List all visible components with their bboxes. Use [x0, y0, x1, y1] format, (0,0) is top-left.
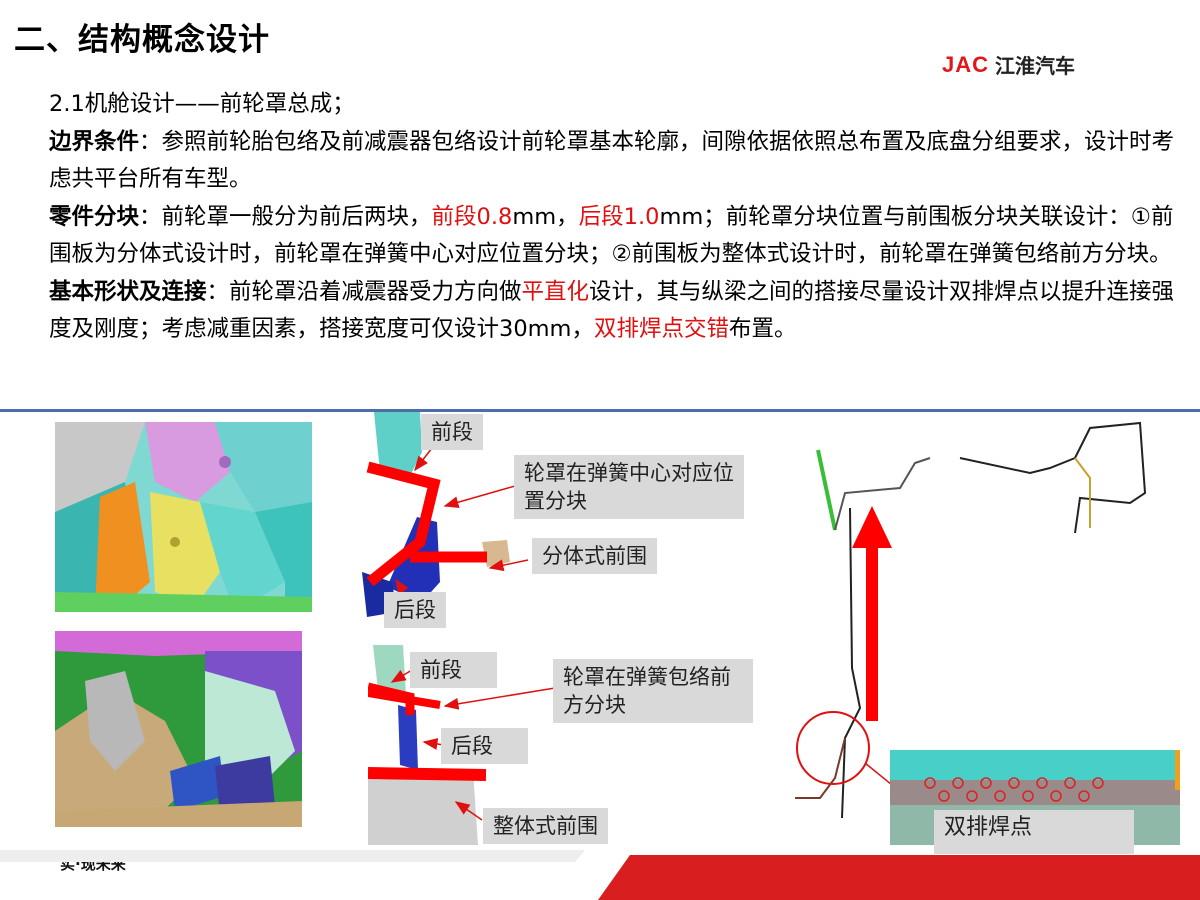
- callout-split-position-2: 轮罩在弹簧包络前方分块: [553, 659, 753, 723]
- divider-line: [0, 409, 1200, 412]
- paragraph-split: 零件分块：前轮罩一般分为前后两块，前段0.8mm，后段1.0mm；前轮罩分块位置…: [16, 199, 1186, 274]
- boundary-text: ：参照前轮胎包络及前减震器包络设计前轮罩基本轮廓，间隙依据依照总布置及底盘分组要…: [49, 128, 1175, 193]
- split-rear-thickness: 后段1.0: [578, 203, 660, 230]
- label-front-2: 前段: [410, 652, 497, 688]
- paragraph-boundary: 边界条件：参照前轮胎包络及前减震器包络设计前轮罩基本轮廓，间隙依据依照总布置及底…: [16, 124, 1186, 199]
- page-title: 二、结构概念设计: [14, 22, 270, 58]
- shape-highlight-2: 双排焊点交错: [593, 316, 729, 342]
- jac-logo: JAC 江淮汽车: [942, 50, 1075, 79]
- callout-split-position-1: 轮罩在弹簧中心对应位置分块: [514, 455, 744, 519]
- logo-latin: JAC: [942, 51, 990, 77]
- split-text-1: ：前轮罩一般分为前后两块，: [139, 203, 432, 230]
- label-whole-dash: 整体式前围: [483, 808, 608, 844]
- label-front-1: 前段: [421, 414, 483, 450]
- split-label: 零件分块: [49, 203, 140, 230]
- split-text-2: mm，: [512, 203, 579, 230]
- cad-render-split-dash: [55, 422, 312, 612]
- shape-label: 基本形状及连接: [49, 278, 207, 305]
- paragraph-shape: 基本形状及连接：前轮罩沿着减震器受力方向做平直化设计，其与纵梁之间的搭接尽量设计…: [16, 274, 1186, 349]
- split-front-thickness: 前段0.8: [431, 203, 513, 230]
- label-double-weld: 双排焊点: [934, 810, 1134, 854]
- shape-text-1: ：前轮罩沿着减震器受力方向做: [206, 278, 522, 305]
- shape-text-2: 设计，其与纵梁之间的搭接尽量设计双排焊点以提升连接强度及刚度；考虑减重因素，搭接…: [49, 278, 1175, 343]
- logo-chinese: 江淮汽车: [995, 54, 1076, 78]
- shape-highlight-1: 平直化: [521, 278, 590, 305]
- label-rear-2: 后段: [441, 728, 528, 764]
- body-text: 2.1机舱设计——前轮罩总成； 边界条件：参照前轮胎包络及前减震器包络设计前轮罩…: [16, 86, 1186, 349]
- label-split-dash: 分体式前围: [532, 538, 657, 574]
- split-text-3: mm；前轮罩分块位置与前围板分块关联设计：①前围板为分体式设计时，前轮罩在弹簧中…: [49, 203, 1174, 268]
- shape-text-3: 布置。: [728, 316, 797, 342]
- label-rear-1: 后段: [384, 592, 446, 628]
- boundary-label: 边界条件: [49, 128, 140, 155]
- cad-render-whole-dash: [55, 631, 302, 827]
- section-heading: 2.1机舱设计——前轮罩总成；: [49, 91, 355, 117]
